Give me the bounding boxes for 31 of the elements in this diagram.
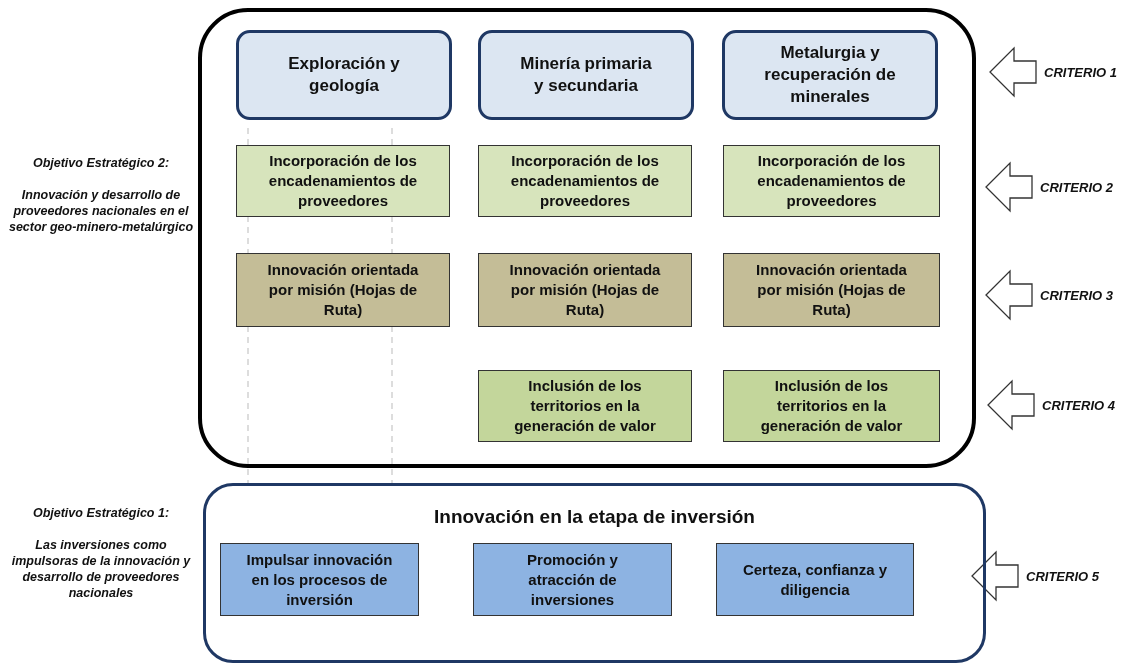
- rounded-container: [203, 483, 986, 663]
- block-arrow: [985, 161, 1033, 213]
- objective-text: Las inversiones como impulsoras de la innovación y desarrollo de proveedores nacionales: [10, 537, 192, 601]
- criterion-box: Incorporación de los encadenamientos de proveedores: [236, 145, 450, 217]
- criterion-box: Innovación orientada por misión (Hojas de Ruta): [723, 253, 940, 327]
- criterion-box: Innovación orientada por misión (Hojas de Ruta): [478, 253, 692, 327]
- investment-box: Certeza, confianza y diligencia: [716, 543, 914, 616]
- criterion-label: CRITERIO 4: [1042, 395, 1135, 415]
- block-arrow: [985, 269, 1033, 321]
- criterion-label: CRITERIO 2: [1040, 177, 1135, 197]
- criterion-box: Innovación orientada por misión (Hojas de Ruta): [236, 253, 450, 327]
- block-arrow: [971, 550, 1019, 602]
- rounded-container: [198, 8, 976, 468]
- stage-box: Exploración y geología: [236, 30, 452, 120]
- investment-box: Promoción y atracción de inversiones: [473, 543, 672, 616]
- criterion-label: CRITERIO 3: [1040, 285, 1135, 305]
- objective-text: Objetivo Estratégico 1:: [31, 505, 171, 521]
- criterion-label: CRITERIO 1: [1044, 62, 1135, 82]
- criterion-box: Incorporación de los encadenamientos de proveedores: [723, 145, 940, 217]
- criterion-box: Incorporación de los encadenamientos de proveedores: [478, 145, 692, 217]
- investment-box: Impulsar innovación en los procesos de inversión: [220, 543, 419, 616]
- stage-box: Metalurgia y recuperación de minerales: [722, 30, 938, 120]
- block-arrow: [989, 46, 1037, 98]
- stage-box: Minería primaria y secundaria: [478, 30, 694, 120]
- criterion-label: CRITERIO 5: [1026, 566, 1126, 586]
- criterion-box: Inclusión de los territorios en la generación de valor: [723, 370, 940, 442]
- criterion-box: Inclusión de los territorios en la generación de valor: [478, 370, 692, 442]
- objective-text: Innovación y desarrollo de proveedores nacionales en el sector geo-minero-metalúrgico: [8, 187, 194, 235]
- block-arrow: [987, 379, 1035, 431]
- section-title: Innovación en la etapa de inversión: [434, 506, 755, 528]
- objective-text: Objetivo Estratégico 2:: [31, 155, 171, 171]
